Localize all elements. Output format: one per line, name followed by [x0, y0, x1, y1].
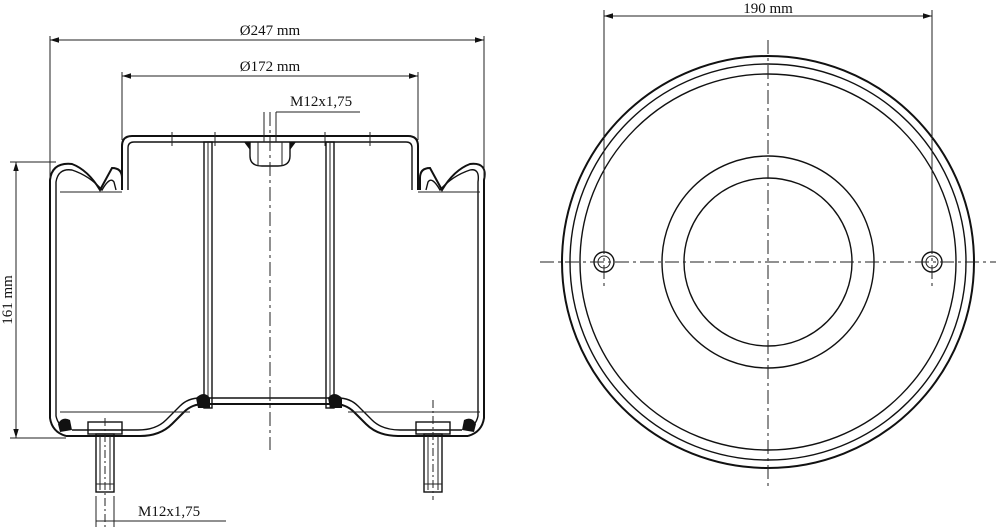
- crimp-right: [462, 418, 476, 432]
- piston-base-inner: [72, 397, 462, 431]
- top-plate-ticks: [171, 132, 371, 146]
- bellows-left-inner: [55, 169, 117, 431]
- bellows-right-outline: [419, 162, 486, 437]
- top-thread-label: M12x1,75: [290, 94, 352, 110]
- bellows-left-outline: [49, 162, 123, 437]
- dim-inner-diameter-label: Ø172 mm: [240, 59, 301, 75]
- dim-bolt-spacing-label: 190 mm: [743, 1, 793, 17]
- right-stud: [415, 400, 451, 500]
- left-stud: [87, 418, 123, 527]
- top-plate: [121, 135, 419, 190]
- dim-height-label: 161 mm: [0, 275, 16, 325]
- weld-right: [328, 394, 342, 408]
- bottom-thread-label: M12x1,75: [138, 504, 200, 520]
- dim-outer-diameter-label: Ø247 mm: [240, 23, 301, 39]
- weld-left: [196, 394, 210, 408]
- crimp-left: [58, 418, 72, 432]
- bellows-right-inner: [425, 169, 480, 431]
- piston-base-outline: [66, 403, 468, 437]
- top-view: 190 mm: [540, 1, 996, 486]
- side-view: Ø247 mm Ø172 mm M12x1,75 161 mm M12x1,75: [0, 23, 486, 527]
